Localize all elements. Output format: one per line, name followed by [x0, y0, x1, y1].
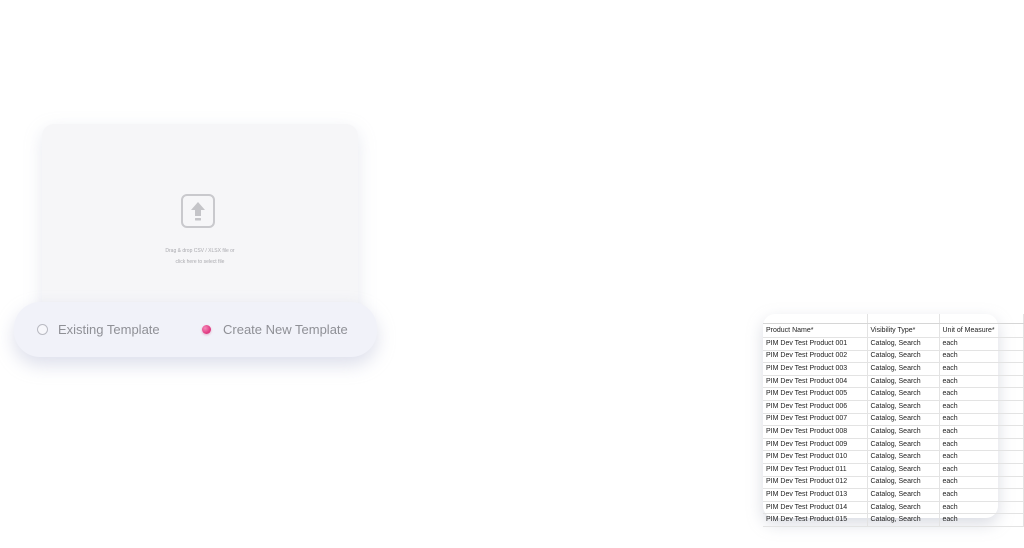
table-cell: PIM Dev Test Product 005	[763, 387, 868, 401]
table-cell: PIM Dev Test Product 014	[763, 501, 868, 515]
table-cell	[763, 314, 868, 324]
table-cell: Catalog, Search	[867, 425, 940, 439]
table-cell: Catalog, Search	[867, 488, 940, 502]
table-cell: each	[939, 375, 1024, 389]
table-cell: Catalog, Search	[867, 362, 940, 376]
table-cell: Catalog, Search	[867, 375, 940, 389]
table-header-row: Product Name* Visibility Type* Unit of M…	[763, 323, 1024, 338]
table-cell	[939, 314, 1024, 324]
table-cell: PIM Dev Test Product 009	[763, 438, 868, 452]
radio-unselected-icon[interactable]	[37, 324, 48, 335]
table-cell: Catalog, Search	[867, 463, 940, 477]
table-cell: PIM Dev Test Product 003	[763, 362, 868, 376]
table-cell: Catalog, Search	[867, 476, 940, 490]
table-cell: PIM Dev Test Product 006	[763, 400, 868, 414]
table-cell: each	[939, 400, 1024, 414]
table-cell: Catalog, Search	[867, 513, 940, 527]
table-cell: Catalog, Search	[867, 387, 940, 401]
table-cell: Catalog, Search	[867, 337, 940, 351]
table-row	[763, 314, 1024, 324]
table-cell: PIM Dev Test Product 008	[763, 425, 868, 439]
column-header: Product Name*	[763, 323, 868, 338]
table-cell: PIM Dev Test Product 011	[763, 463, 868, 477]
table-cell: PIM Dev Test Product 015	[763, 513, 868, 527]
existing-template-label: Existing Template	[58, 322, 160, 337]
table-cell: Catalog, Search	[867, 501, 940, 515]
table-cell: each	[939, 350, 1024, 364]
table-cell: PIM Dev Test Product 012	[763, 476, 868, 490]
table-cell: PIM Dev Test Product 001	[763, 337, 868, 351]
table-cell: Catalog, Search	[867, 400, 940, 414]
file-drop-zone[interactable]: Drag & drop CSV / XLSX file or click her…	[42, 124, 358, 324]
table-cell: Catalog, Search	[867, 350, 940, 364]
table-cell	[867, 314, 940, 324]
table-cell: PIM Dev Test Product 013	[763, 488, 868, 502]
column-header: Visibility Type*	[867, 323, 940, 338]
table-cell: each	[939, 488, 1024, 502]
table-cell: each	[939, 513, 1024, 527]
table-cell: each	[939, 362, 1024, 376]
table-cell: each	[939, 387, 1024, 401]
table-cell: PIM Dev Test Product 002	[763, 350, 868, 364]
radio-selected-icon[interactable]	[202, 325, 211, 334]
spreadsheet-preview: Product Name* Visibility Type* Unit of M…	[763, 314, 1024, 527]
table-cell: each	[939, 501, 1024, 515]
table-cell: each	[939, 476, 1024, 490]
upload-hint-text: Drag & drop CSV / XLSX file or	[165, 248, 235, 254]
table-cell: each	[939, 438, 1024, 452]
table-cell: each	[939, 413, 1024, 427]
table-cell: PIM Dev Test Product 007	[763, 413, 868, 427]
existing-template-option[interactable]: Existing Template	[37, 302, 160, 357]
upload-hint-subtext[interactable]: click here to select file	[175, 259, 225, 265]
table-cell: Catalog, Search	[867, 413, 940, 427]
table-cell: each	[939, 425, 1024, 439]
template-choice-group: Existing Template Create New Template	[14, 302, 377, 357]
column-header: Unit of Measure*	[939, 323, 1024, 338]
table-cell: Catalog, Search	[867, 438, 940, 452]
table-cell: each	[939, 337, 1024, 351]
create-new-template-option[interactable]: Create New Template	[202, 302, 348, 357]
upload-arrow-icon	[181, 194, 215, 228]
table-cell: each	[939, 463, 1024, 477]
table-cell: PIM Dev Test Product 010	[763, 450, 868, 464]
table-cell: Catalog, Search	[867, 450, 940, 464]
table-cell: PIM Dev Test Product 004	[763, 375, 868, 389]
table-cell: each	[939, 450, 1024, 464]
create-new-template-label: Create New Template	[223, 322, 348, 337]
spreadsheet-table: Product Name* Visibility Type* Unit of M…	[763, 314, 1024, 527]
